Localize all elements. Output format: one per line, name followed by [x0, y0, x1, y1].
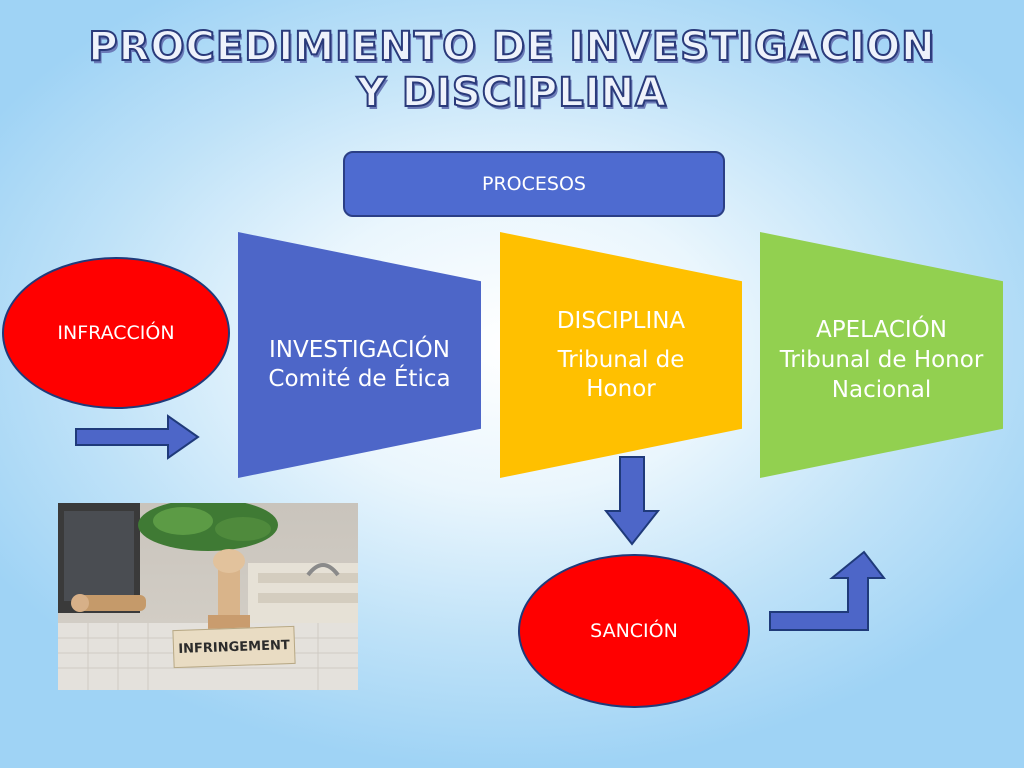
- stage-apelacion-title: APELACIÓN: [816, 317, 947, 343]
- bent-up-arrow-icon: [769, 550, 886, 631]
- stage-apelacion: APELACIÓN Tribunal de Honor Nacional: [760, 232, 1003, 478]
- stage-investigacion: INVESTIGACIÓN Comité de Ética: [238, 232, 481, 478]
- right-arrow-icon: [75, 414, 200, 460]
- stage-apelacion-body: Tribunal de Honor Nacional: [779, 347, 984, 403]
- stage-investigacion-body: Comité de Ética: [268, 366, 451, 392]
- procesos-label: PROCESOS: [482, 173, 586, 195]
- stage-disciplina-title: DISCIPLINA: [556, 307, 686, 334]
- photo-scene: [58, 503, 358, 690]
- sancion-ellipse: SANCIÓN: [518, 554, 750, 708]
- infraccion-ellipse: INFRACCIÓN: [2, 257, 230, 409]
- stage-disciplina-body: Tribunal de Honor: [557, 346, 685, 402]
- stage-disciplina: DISCIPLINA Tribunal de Honor: [500, 232, 742, 478]
- down-arrow-icon: [603, 456, 661, 546]
- title-line-2: Y DISCIPLINA: [356, 69, 668, 117]
- slide-title: PROCEDIMIENTO DE INVESTIGACION Y DISCIPL…: [0, 23, 1024, 117]
- stage-investigacion-title: INVESTIGACIÓN: [269, 337, 450, 363]
- title-line-1: PROCEDIMIENTO DE INVESTIGACION: [87, 23, 936, 71]
- procesos-box: PROCESOS: [343, 151, 725, 217]
- sancion-label: SANCIÓN: [590, 620, 678, 642]
- stamp-label: INFRINGEMENT: [172, 625, 296, 669]
- infraccion-label: INFRACCIÓN: [57, 322, 175, 344]
- infringement-photo: INFRINGEMENT: [58, 503, 358, 690]
